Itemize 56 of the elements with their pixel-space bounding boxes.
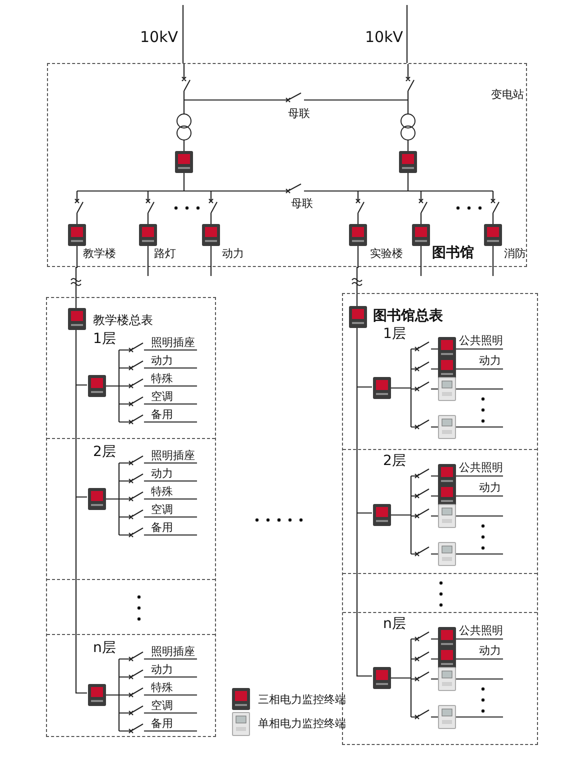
bus-tie-label: 母联 — [288, 108, 310, 119]
circuit-label: 特殊 — [151, 486, 173, 497]
circuit-label: 备用 — [151, 409, 173, 420]
voltage-label: 10kV — [365, 30, 404, 45]
riser-line — [356, 293, 372, 388]
feeder-line — [182, 5, 184, 63]
floor-label: 1层 — [383, 327, 406, 341]
circuit-label: 动力 — [479, 355, 501, 366]
riser-line — [356, 513, 358, 592]
circuit-label: 特殊 — [151, 373, 173, 384]
riser-line — [356, 387, 372, 514]
feeder-label: 动力 — [222, 248, 244, 259]
floor-label: n层 — [93, 641, 116, 655]
circuit-label: 动力 — [479, 645, 501, 656]
voltage-label: 10kV — [140, 30, 178, 45]
circuit-label: 照明插座 — [151, 337, 195, 348]
riser-line — [75, 497, 77, 606]
circuit-label: 动力 — [479, 482, 501, 493]
floor-label: 2层 — [383, 454, 406, 468]
feeder-line — [406, 5, 408, 63]
circuit-label: 公共照明 — [459, 625, 503, 636]
circuit-label: 动力 — [151, 468, 173, 479]
feeder-label: 图书馆 — [432, 246, 474, 260]
panel-heading: 教学楼总表 — [93, 314, 153, 326]
circuit-label: 特殊 — [151, 682, 173, 693]
feeder-label: 实验楼 — [370, 248, 403, 259]
riser-line — [75, 606, 87, 694]
substation-label: 变电站 — [491, 89, 524, 100]
circuit-label: 备用 — [151, 718, 173, 729]
circuit-label: 动力 — [151, 355, 173, 366]
feeder-label: 教学楼 — [83, 248, 116, 259]
circuit-label: 动力 — [151, 664, 173, 675]
circuit-label: 照明插座 — [151, 450, 195, 461]
floor-label: 2层 — [93, 445, 116, 459]
circuit-label: 照明插座 — [151, 646, 195, 657]
riser-line — [75, 385, 87, 498]
legend-label: 三相电力监控终端 — [258, 694, 346, 705]
circuit-label: 空调 — [151, 504, 173, 515]
legend-label: 单相电力监控终端 — [258, 718, 346, 729]
feeder-label: 消防 — [504, 248, 526, 259]
panel-heading: 图书馆总表 — [373, 309, 443, 323]
circuit-label: 空调 — [151, 391, 173, 402]
circuit-label: 备用 — [151, 522, 173, 533]
floor-section — [47, 634, 215, 736]
floor-label: 1层 — [93, 332, 116, 346]
bus-tie-label: 母联 — [291, 198, 313, 209]
feeder-label: 路灯 — [154, 248, 176, 259]
circuit-label: 公共照明 — [459, 335, 503, 346]
circuit-label: 空调 — [151, 700, 173, 711]
building-box — [46, 297, 216, 737]
riser-line — [75, 297, 87, 386]
circuit-label: 公共照明 — [459, 462, 503, 473]
riser-line — [356, 592, 372, 677]
feeder-line — [356, 267, 358, 293]
floor-label: n层 — [383, 617, 406, 631]
feeder-line — [75, 267, 77, 297]
